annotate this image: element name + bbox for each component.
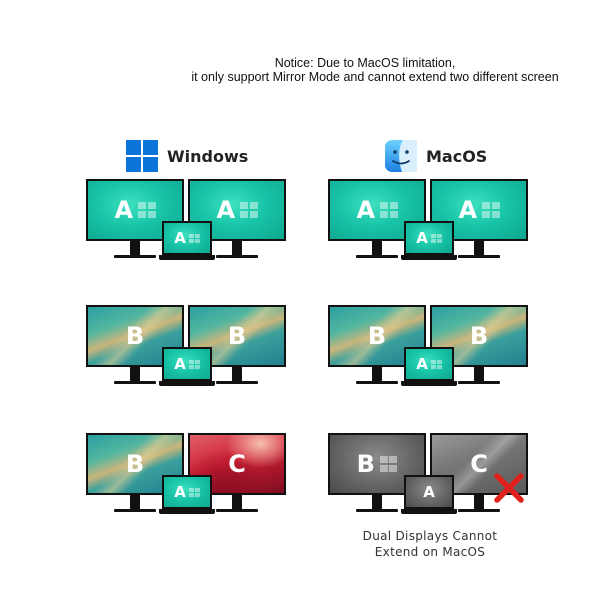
- windows-header: Windows: [126, 140, 248, 172]
- windows-watermark-icon: [482, 202, 500, 218]
- macos-header: MacOS: [385, 140, 487, 172]
- laptop: A: [401, 475, 457, 515]
- windows-extend-scene: B C A: [86, 433, 290, 533]
- caption-line-2: Extend on MacOS: [374, 545, 486, 559]
- windows-watermark-icon: [430, 233, 442, 243]
- laptop: A: [401, 221, 457, 261]
- screen-letter: A: [174, 228, 186, 247]
- screen-letter: B: [367, 322, 387, 350]
- macos-label: MacOS: [426, 146, 488, 166]
- laptop-screen: A: [162, 475, 212, 509]
- screen-letter: C: [470, 450, 488, 478]
- laptop-screen: A: [162, 221, 212, 255]
- screen-letter: A: [458, 196, 478, 224]
- screen-letter: A: [174, 354, 186, 373]
- monitor-screen: C: [188, 433, 286, 495]
- notice-line-1: Notice: Due to MacOS limitation,: [274, 56, 456, 70]
- caption-line-1: Dual Displays Cannot: [362, 529, 498, 543]
- windows-watermark-icon: [379, 456, 398, 472]
- laptop: A: [159, 221, 215, 261]
- laptop-screen: A: [404, 347, 454, 381]
- windows-mirror-scene: A A A: [86, 179, 290, 279]
- windows-watermark-icon: [380, 202, 398, 218]
- macos-duplicate-scene: B B A: [328, 305, 532, 405]
- windows-label: Windows: [167, 146, 249, 166]
- screen-letter: C: [228, 450, 246, 478]
- windows-watermark-icon: [138, 202, 156, 218]
- screen-letter: B: [125, 322, 145, 350]
- screen-letter: A: [356, 196, 376, 224]
- screen-letter: B: [469, 322, 489, 350]
- laptop: A: [159, 347, 215, 387]
- laptop: A: [401, 347, 457, 387]
- notice-text: Notice: Due to MacOS limitation, it only…: [0, 56, 600, 84]
- screen-letter: B: [227, 322, 247, 350]
- screen-letter: B: [125, 450, 145, 478]
- screen-letter: A: [174, 482, 186, 501]
- macos-finder-icon: [385, 140, 417, 172]
- windows-duplicate-scene: B B A: [86, 305, 290, 405]
- monitor-right: A: [188, 179, 286, 259]
- laptop-screen: A: [404, 475, 454, 509]
- screen-letter: B: [356, 450, 375, 478]
- macos-mirror-scene: A A A: [328, 179, 532, 279]
- macos-extend-scene: B C A: [328, 433, 532, 533]
- screen-letter: A: [416, 354, 428, 373]
- windows-watermark-icon: [240, 202, 258, 218]
- macos-extend-caption: Dual Displays Cannot Extend on MacOS: [330, 528, 530, 560]
- red-x-icon: [494, 473, 524, 503]
- screen-letter: A: [216, 196, 236, 224]
- screen-letter: A: [423, 482, 435, 501]
- monitor-right: C: [188, 433, 286, 513]
- laptop-screen: A: [404, 221, 454, 255]
- windows-watermark-icon: [188, 359, 200, 369]
- screen-letter: A: [114, 196, 134, 224]
- notice-line-2: it only support Mirror Mode and cannot e…: [191, 70, 559, 84]
- screen-letter: A: [416, 228, 428, 247]
- windows-watermark-icon: [430, 359, 442, 369]
- monitor-screen: A: [188, 179, 286, 241]
- monitor-screen: B: [328, 305, 426, 367]
- monitor-left: B: [328, 305, 426, 385]
- windows-logo-icon: [126, 140, 158, 172]
- windows-watermark-icon: [188, 487, 200, 497]
- windows-watermark-icon: [188, 233, 200, 243]
- laptop: A: [159, 475, 215, 515]
- laptop-screen: A: [162, 347, 212, 381]
